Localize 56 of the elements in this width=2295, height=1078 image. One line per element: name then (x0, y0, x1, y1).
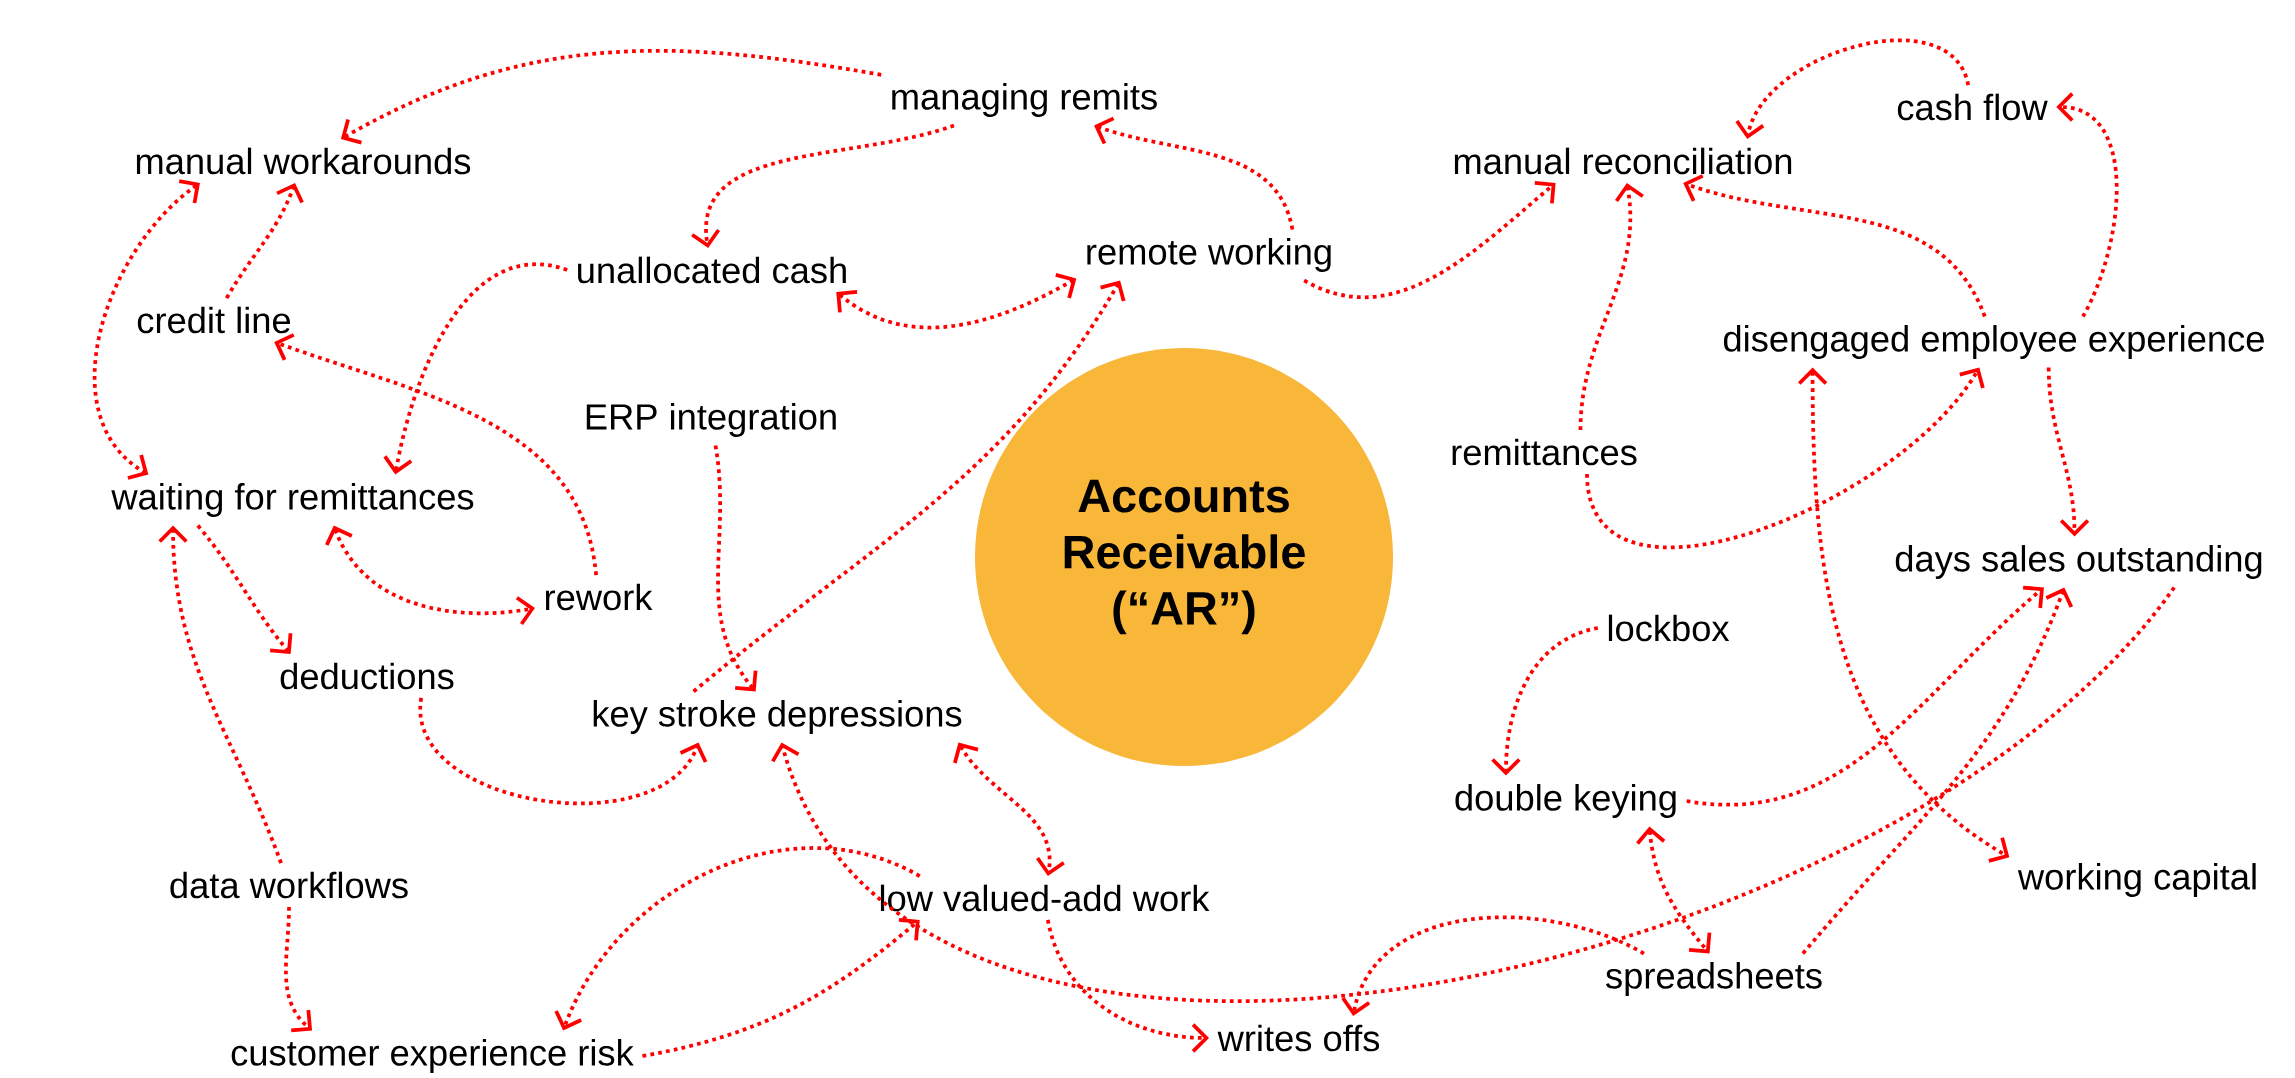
dotted-arrow (1303, 181, 1556, 299)
dotted-arrow (225, 182, 304, 300)
dotted-arrow (419, 697, 708, 806)
concept-label: double keying (1455, 784, 1676, 818)
dotted-arrow (1801, 587, 2074, 955)
concept-label: disengaged employee experience (1724, 325, 2264, 359)
dotted-arrow (1797, 367, 2010, 863)
concept-label: days sales outstanding (1895, 545, 2262, 579)
concept-label: customer experience risk (231, 1039, 634, 1073)
concept-label: unallocated cash (578, 256, 846, 284)
dotted-arrow (692, 280, 1126, 693)
concept-label: manual reconciliation (1454, 147, 1792, 175)
dotted-arrow (691, 123, 955, 249)
dotted-arrow (1683, 174, 1987, 318)
dotted-arrow (158, 525, 283, 864)
dotted-arrow (713, 445, 758, 692)
dotted-arrow (1094, 116, 1295, 230)
dotted-arrow (274, 333, 598, 576)
dotted-arrow (93, 179, 200, 480)
concept-label: deductions (280, 662, 454, 690)
dotted-arrow (2046, 367, 2090, 537)
dotted-arrow (1578, 182, 1644, 431)
dotted-arrow (284, 906, 313, 1033)
dotted-arrow (2056, 92, 2119, 318)
dotted-arrow (196, 524, 293, 655)
concept-label: cash flow (1897, 93, 2048, 121)
concept-label: rework (545, 583, 653, 611)
concept-label: writes offs (1217, 1024, 1380, 1052)
concept-label: remittances (1452, 438, 1637, 466)
dotted-arrow (325, 525, 535, 626)
dotted-arrow (340, 49, 882, 145)
dotted-arrow (1585, 367, 1985, 550)
dotted-arrow (1636, 826, 1712, 954)
concept-label: working capital (2017, 863, 2256, 897)
concept-label: waiting for remittances (111, 483, 474, 517)
dotted-arrow (1341, 915, 1645, 1017)
dotted-arrow (1686, 585, 2044, 807)
dotted-arrow (836, 273, 1077, 330)
concept-label: remote working (1087, 238, 1331, 272)
concept-label: credit line (137, 306, 291, 334)
dotted-arrow (1046, 919, 1210, 1053)
dotted-arrow (1491, 626, 1599, 776)
dotted-arrow (642, 918, 920, 1058)
concept-label: key stroke depressions (593, 700, 962, 734)
concept-label: lockbox (1608, 614, 1730, 642)
concept-label: ERP integration (586, 403, 836, 437)
dotted-arrow (383, 262, 568, 475)
dotted-arrow (953, 742, 1065, 877)
concept-label: manual workarounds (136, 147, 471, 175)
concept-label: spreadsheets (1606, 962, 1822, 996)
dotted-arrow (554, 846, 921, 1031)
dotted-arrow (771, 586, 2176, 1003)
concept-label: low valued-add work (880, 884, 1210, 912)
concept-label: managing remits (892, 83, 1157, 117)
concept-label: data workflows (170, 871, 408, 899)
dotted-arrow (1735, 38, 1970, 140)
